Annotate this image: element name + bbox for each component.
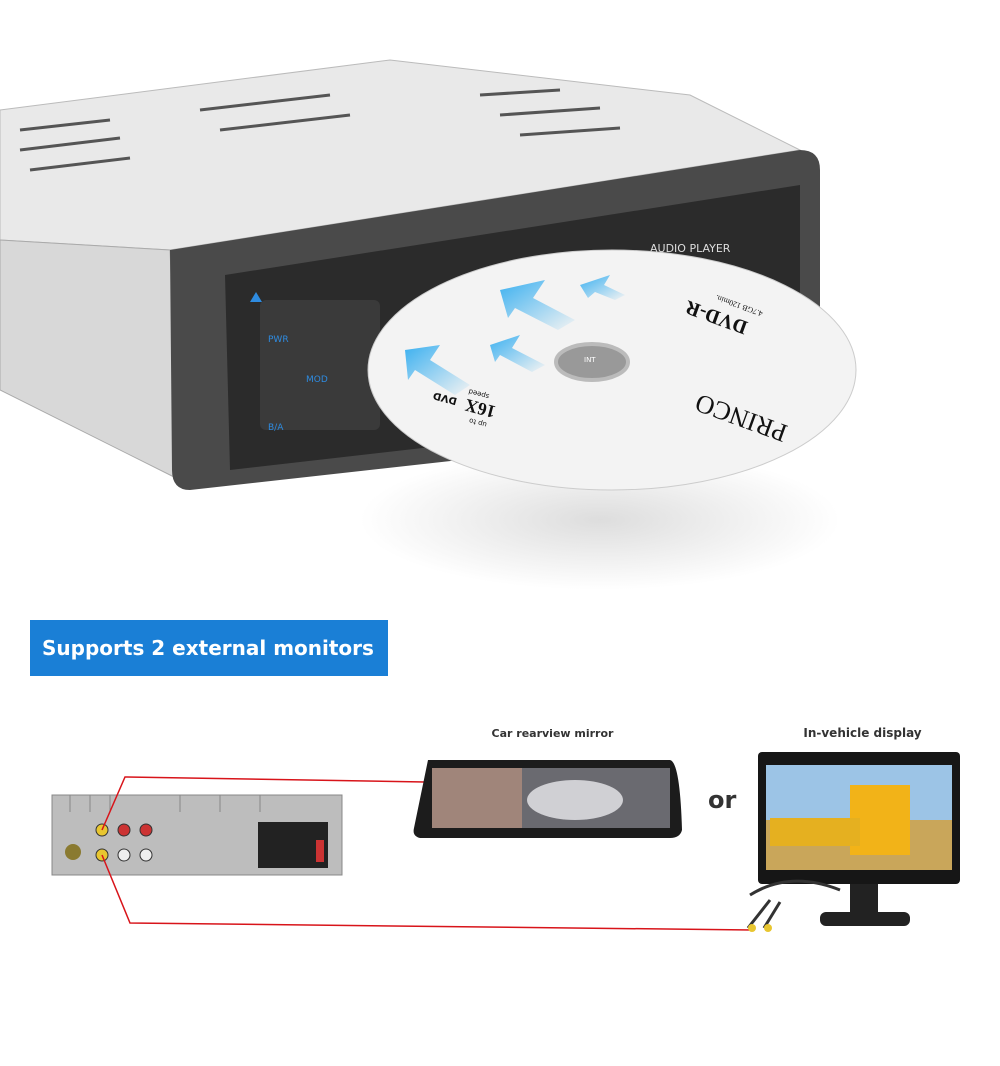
display-label: In-vehicle display: [803, 726, 922, 740]
monitor-connection-diagram: [51, 752, 960, 932]
mode-button-label: MOD: [306, 375, 328, 385]
insert-arrows-icon: [405, 275, 625, 395]
audio-player-label: AUDIO PLAYER: [650, 242, 731, 255]
dvd-disc: INT PRINCO DVD-R 4.7GB 120min. up to 16X…: [367, 249, 857, 491]
wire-to-display: [101, 854, 753, 931]
power-button-label: PWR: [268, 335, 289, 345]
or-label: or: [708, 786, 737, 814]
rearview-mirror-monitor: [413, 760, 682, 838]
eject-icon: [250, 292, 262, 302]
feature-banner: Supports 2 external monitors: [30, 620, 388, 676]
band-button-label: B/A: [268, 423, 284, 433]
in-vehicle-display-monitor: [746, 752, 960, 932]
mirror-label: Car rearview mirror: [491, 727, 614, 740]
car-dvd-player-product-image: PWR MOD B/A AUDIO PLAYER INT PRINCO DVD-…: [0, 59, 857, 590]
player-rear-panel: [51, 794, 343, 876]
wire-to-mirror: [101, 776, 426, 831]
metal-chassis: [0, 59, 802, 481]
disc-hub-label: INT: [584, 356, 596, 364]
